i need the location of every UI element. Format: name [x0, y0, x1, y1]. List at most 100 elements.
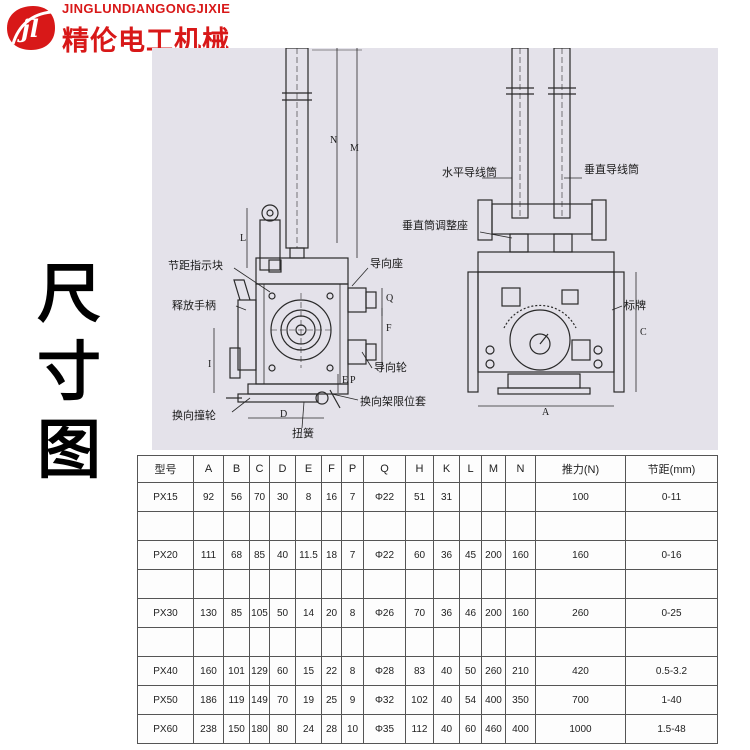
- table-cell: [535, 511, 626, 541]
- table-cell: [269, 627, 296, 657]
- table-cell: 45: [459, 540, 482, 570]
- table-cell: [433, 569, 460, 599]
- callout-guide-wheel: 导向轮: [374, 361, 407, 374]
- table-cell: [321, 569, 342, 599]
- technical-drawing: 节距指示块 释放手柄 换向撞轮 扭簧 导向座 导向轮 换向架限位套 水平导线筒 …: [152, 48, 718, 450]
- table-cell: [295, 627, 322, 657]
- table-cell: 129: [249, 656, 270, 686]
- table-cell: [535, 569, 626, 599]
- table-cell: [405, 627, 434, 657]
- table-cell: [193, 627, 224, 657]
- table-cell: 51: [405, 482, 434, 512]
- callout-vertical-adjust-seat: 垂直筒调整座: [402, 219, 468, 232]
- dim-letter-n: N: [330, 135, 338, 146]
- table-cell: 112: [405, 714, 434, 744]
- table-cell: 18: [321, 540, 342, 570]
- table-cell: 160: [535, 540, 626, 570]
- table-cell: [481, 627, 506, 657]
- table-cell: 101: [223, 656, 250, 686]
- table-cell: [249, 569, 270, 599]
- table-cell: 150: [223, 714, 250, 744]
- table-cell: 8: [295, 482, 322, 512]
- table-cell: 7: [341, 540, 364, 570]
- callout-release-handle: 释放手柄: [172, 299, 216, 312]
- table-header-cell: E: [295, 455, 322, 483]
- table-cell: 238: [193, 714, 224, 744]
- table-header-cell: C: [249, 455, 270, 483]
- table-cell: 160: [193, 656, 224, 686]
- dim-letter-d: D: [280, 409, 288, 420]
- table-cell: Φ26: [363, 598, 406, 628]
- table-cell: 100: [535, 482, 626, 512]
- table-cell: 0-16: [625, 540, 718, 570]
- table-cell: [193, 511, 224, 541]
- callout-guide-seat: 导向座: [370, 257, 403, 270]
- callout-horizontal-guide-tube: 水平导线筒: [442, 166, 497, 179]
- table-cell: [505, 627, 536, 657]
- dim-letter-l: L: [240, 233, 247, 244]
- table-cell: PX40: [137, 656, 194, 686]
- table-cell: 54: [459, 685, 482, 715]
- table-header-cell: 型号: [137, 455, 194, 483]
- table-cell: [625, 511, 718, 541]
- dim-letter-p: P: [350, 375, 356, 386]
- table-cell: [433, 627, 460, 657]
- table-cell: PX50: [137, 685, 194, 715]
- table-header-cell: N: [505, 455, 536, 483]
- table-cell: 70: [405, 598, 434, 628]
- table-cell: 20: [321, 598, 342, 628]
- table-cell: 30: [269, 482, 296, 512]
- table-cell: 22: [321, 656, 342, 686]
- table-cell: 16: [321, 482, 342, 512]
- table-cell: 9: [341, 685, 364, 715]
- table-header-cell: M: [481, 455, 506, 483]
- table-cell: [295, 511, 322, 541]
- table-cell: 400: [505, 714, 536, 744]
- table-cell: Φ28: [363, 656, 406, 686]
- table-cell: [269, 511, 296, 541]
- table-cell: 180: [249, 714, 270, 744]
- logo-monogram-icon: jl: [7, 6, 55, 50]
- table-cell: 25: [321, 685, 342, 715]
- table-cell: 1-40: [625, 685, 718, 715]
- table-cell: [459, 627, 482, 657]
- table-cell: 50: [459, 656, 482, 686]
- table-cell: [295, 569, 322, 599]
- table-header-cell: 节距(mm): [625, 455, 718, 483]
- table-header-cell: K: [433, 455, 460, 483]
- table-cell: [249, 511, 270, 541]
- table-cell: 260: [535, 598, 626, 628]
- table-cell: 186: [193, 685, 224, 715]
- table-cell: 60: [459, 714, 482, 744]
- table-cell: 160: [505, 598, 536, 628]
- table-cell: [625, 569, 718, 599]
- table-cell: [137, 511, 194, 541]
- table-cell: 50: [269, 598, 296, 628]
- page-heading: 尺 寸 图: [24, 256, 114, 490]
- table-row: [137, 627, 718, 657]
- table-cell: [341, 627, 364, 657]
- table-cell: 200: [481, 540, 506, 570]
- table-cell: [535, 627, 626, 657]
- table-cell: [505, 482, 536, 512]
- table-cell: Φ22: [363, 540, 406, 570]
- table-cell: 105: [249, 598, 270, 628]
- table-cell: 420: [535, 656, 626, 686]
- table-cell: [481, 482, 506, 512]
- table-cell: [137, 569, 194, 599]
- table-header-cell: D: [269, 455, 296, 483]
- table-cell: 24: [295, 714, 322, 744]
- table-cell: 8: [341, 598, 364, 628]
- table-cell: 1.5-48: [625, 714, 718, 744]
- table-cell: 260: [481, 656, 506, 686]
- dim-letter-e: E: [342, 375, 349, 386]
- table-cell: 83: [405, 656, 434, 686]
- table-cell: 92: [193, 482, 224, 512]
- table-cell: 70: [249, 482, 270, 512]
